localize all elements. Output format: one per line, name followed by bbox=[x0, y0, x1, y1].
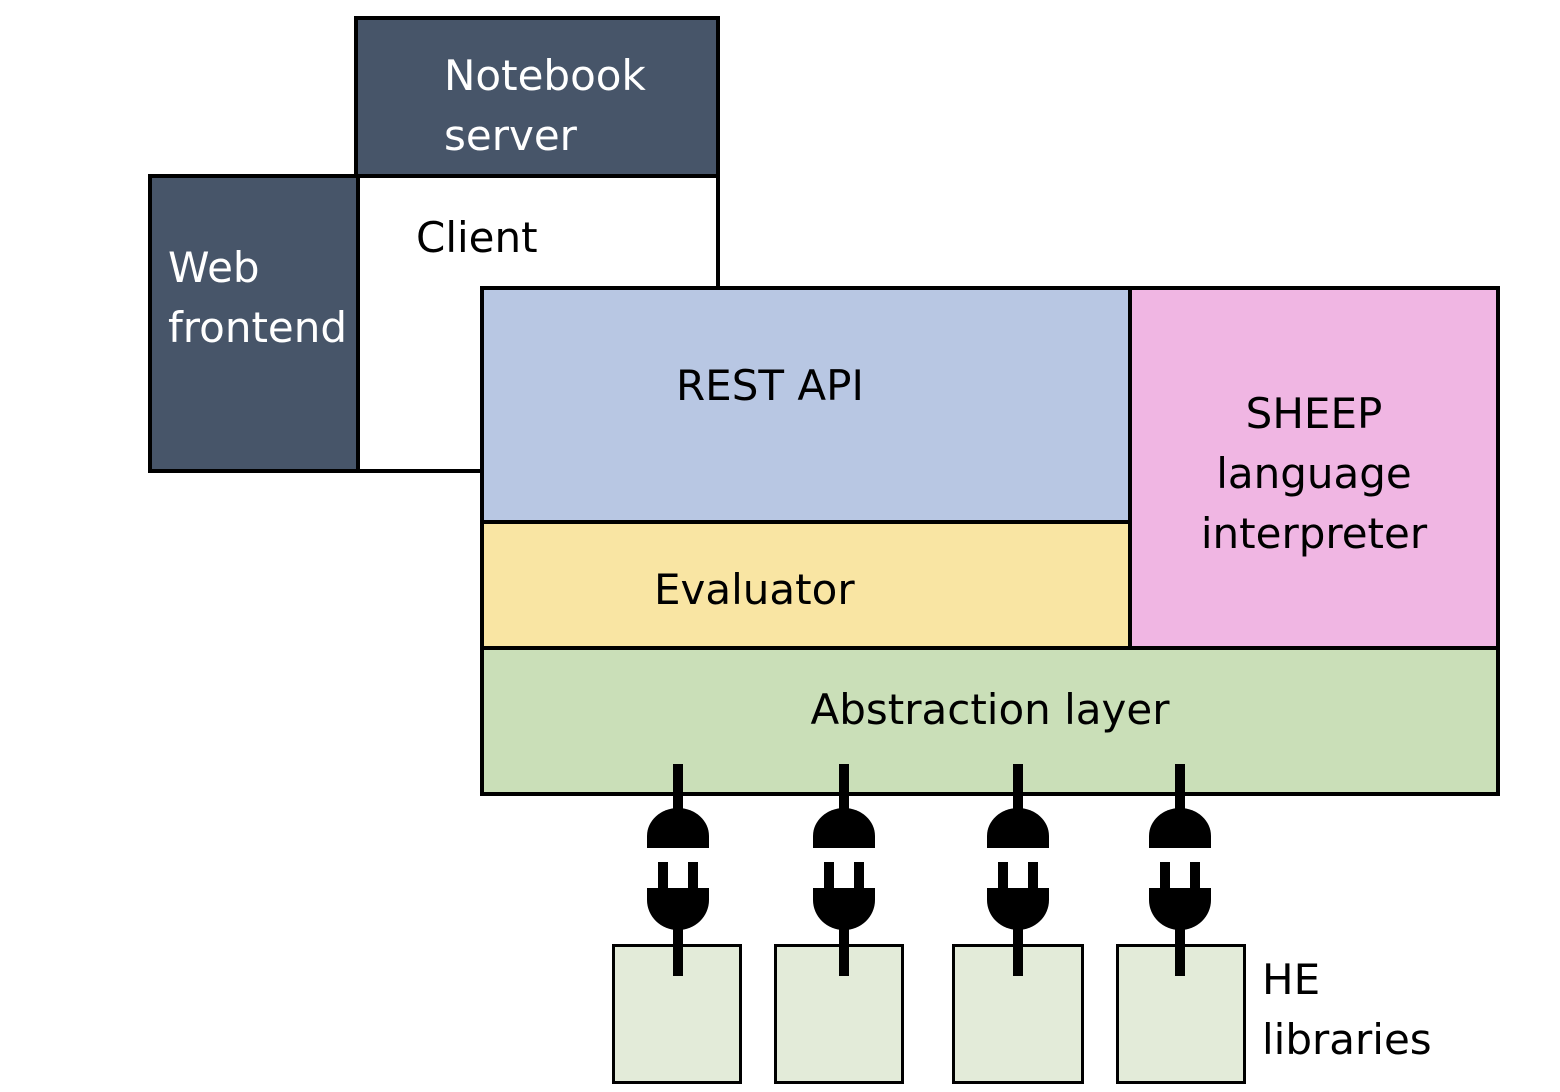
web-frontend-box: Web frontend bbox=[148, 174, 360, 473]
he-libraries-label: HE libraries bbox=[1262, 955, 1432, 1064]
he-library-box bbox=[952, 944, 1084, 1084]
notebook-server-box: Notebook server bbox=[354, 16, 720, 178]
he-library-box bbox=[612, 944, 742, 1084]
he-library-box bbox=[1116, 944, 1246, 1084]
client-label: Client bbox=[416, 213, 538, 262]
rest-api-label: REST API bbox=[676, 361, 864, 410]
evaluator-box: Evaluator bbox=[480, 520, 1132, 652]
abstraction-layer-box: Abstraction layer bbox=[480, 646, 1500, 796]
sheep-interpreter-label: SHEEP language interpreter bbox=[1200, 389, 1428, 558]
web-frontend-label: Web frontend bbox=[168, 243, 348, 352]
evaluator-label: Evaluator bbox=[654, 565, 855, 614]
he-library-box bbox=[774, 944, 904, 1084]
abstraction-layer-label: Abstraction layer bbox=[810, 685, 1170, 734]
notebook-server-label: Notebook server bbox=[444, 51, 646, 160]
sheep-interpreter-box: SHEEP language interpreter bbox=[1128, 286, 1500, 650]
rest-api-box: REST API bbox=[480, 286, 1132, 524]
